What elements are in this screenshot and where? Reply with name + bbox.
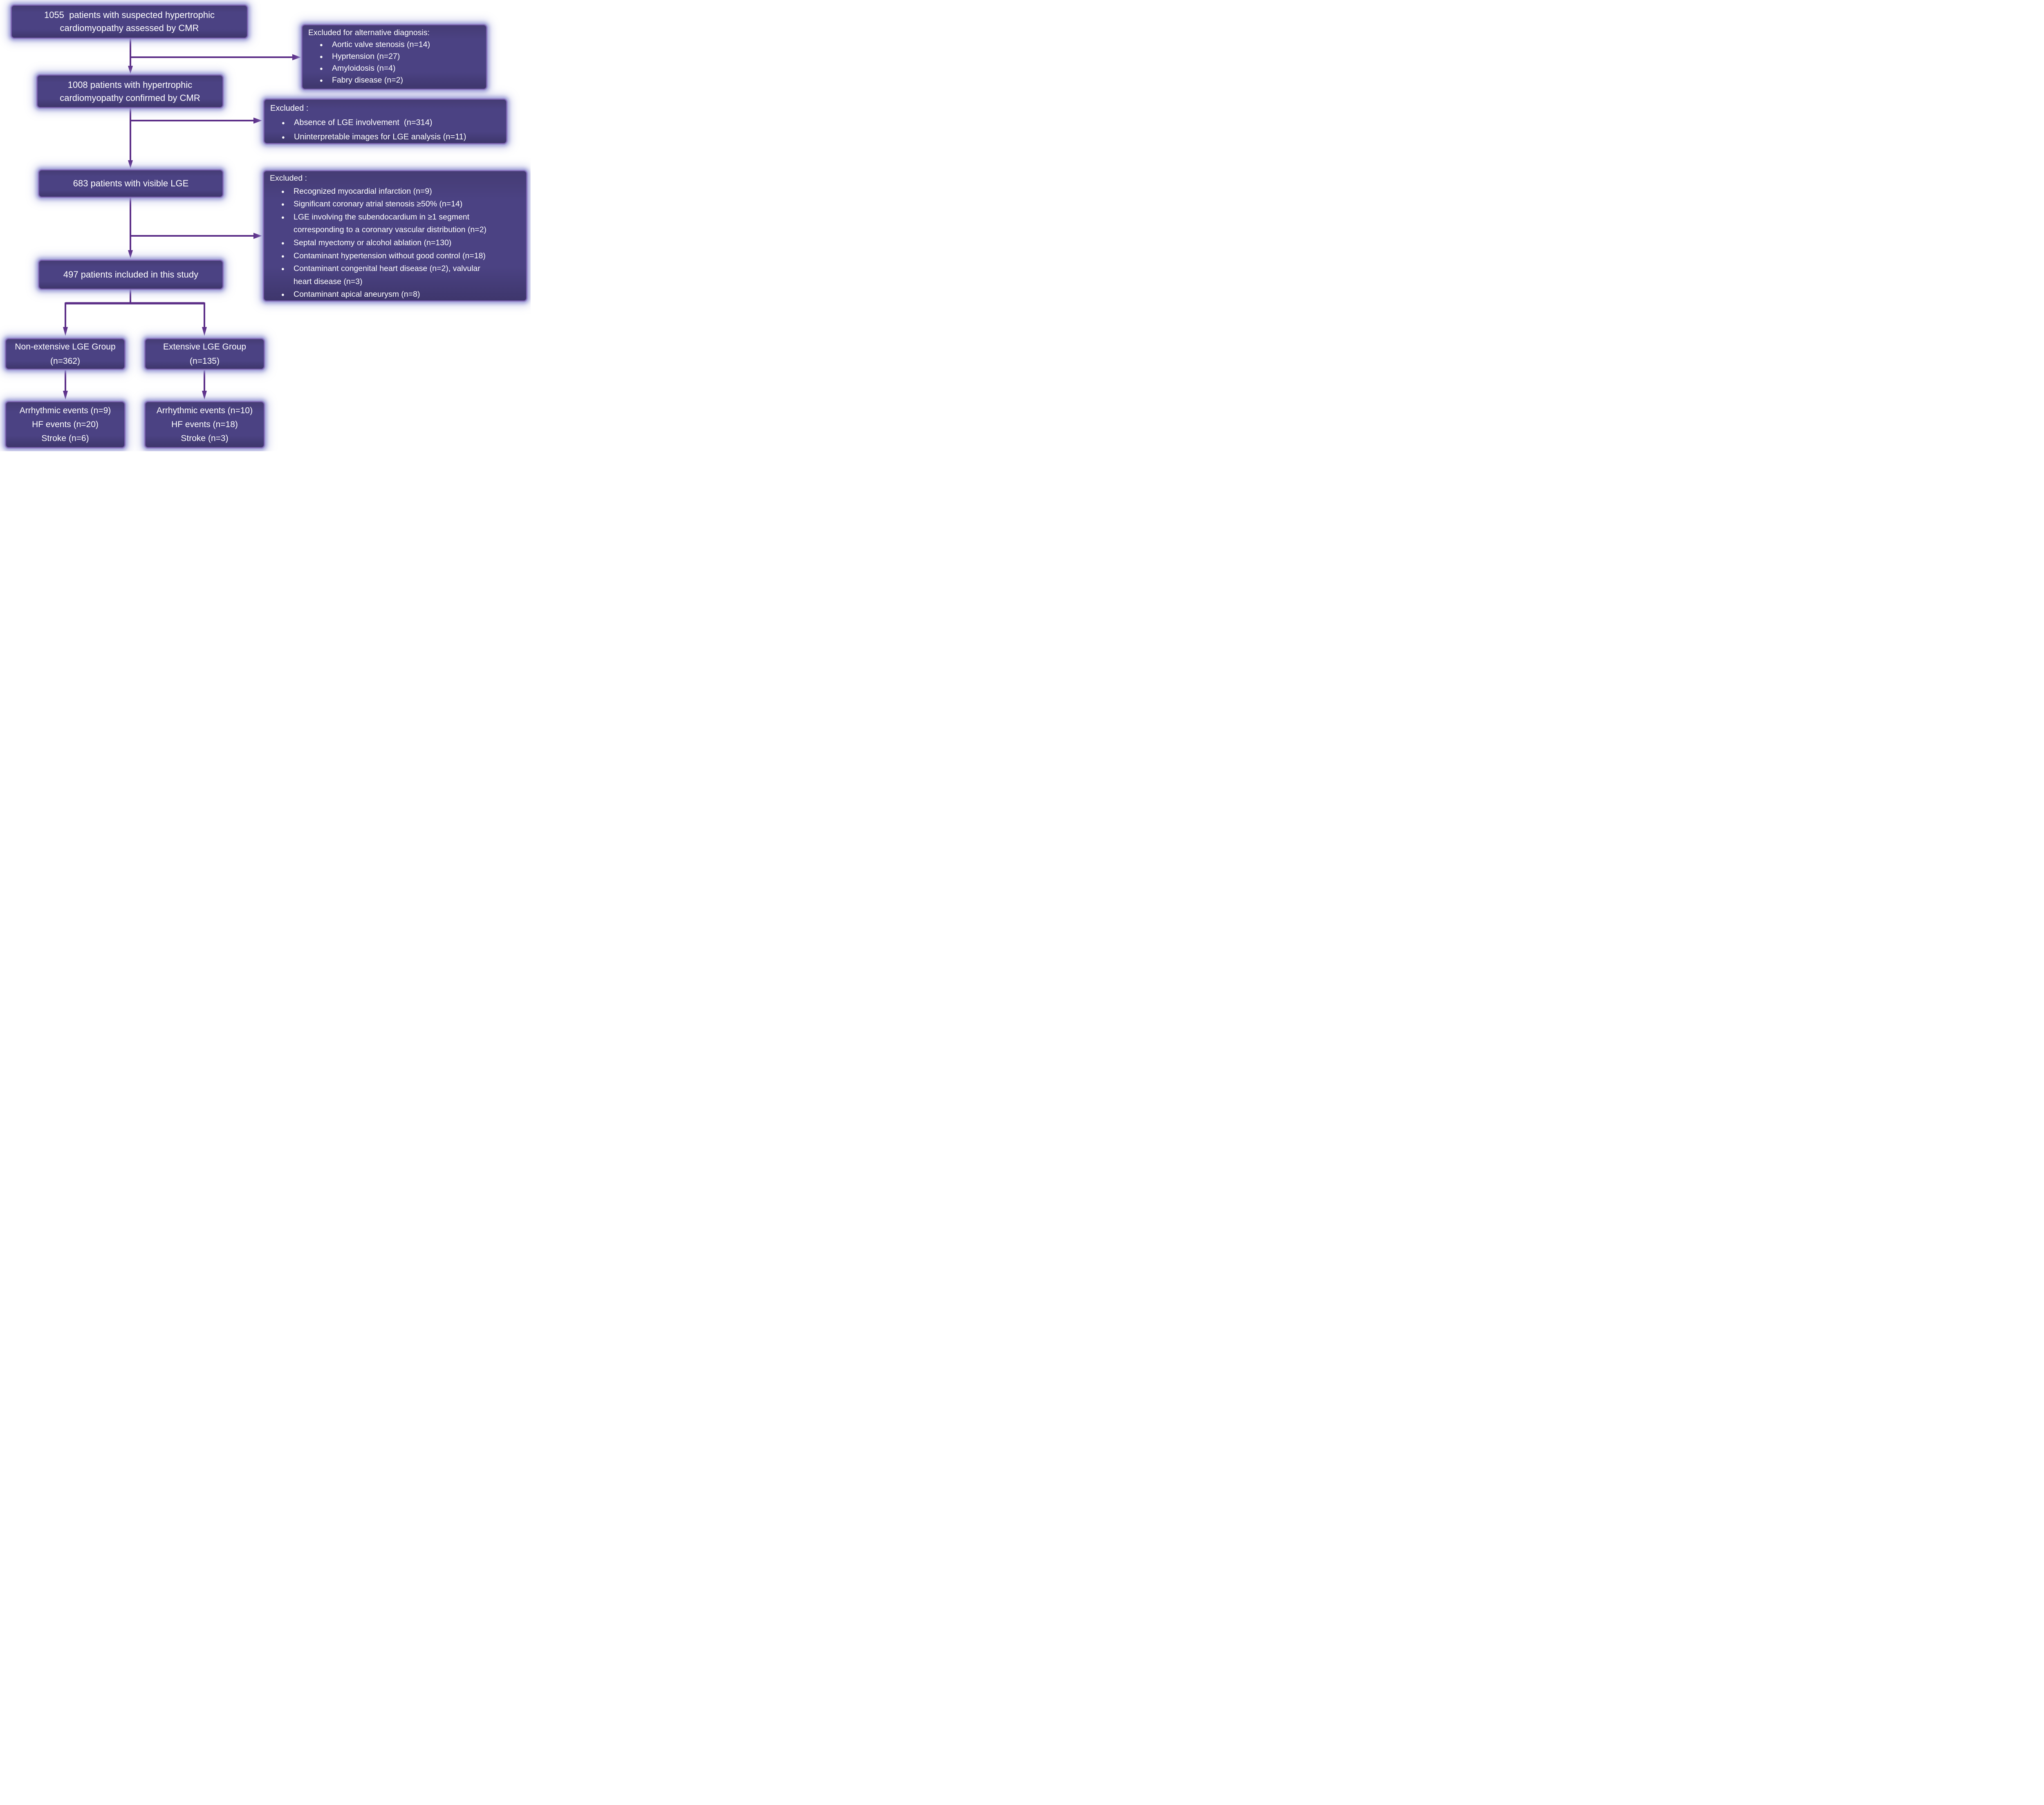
list-item: ● Hyprtension (n=27) <box>308 51 481 63</box>
list-item-text: Amyloidosis (n=4) <box>332 64 396 73</box>
list-item: ● LGE involving the subendocardium in ≥1… <box>270 211 521 237</box>
exclusion-header: Excluded : <box>270 104 309 113</box>
arrow-confirmed-to-visible-lge <box>128 107 133 168</box>
box-extensive-outcomes: Arrhythmic events (n=10) HF events (n=18… <box>145 401 264 448</box>
box-text-line: 1055 patients with suspected hypertrophi… <box>44 10 215 20</box>
arrow-non-extensive-to-outcomes <box>63 370 68 400</box>
list-item-text: Hyprtension (n=27) <box>332 52 400 61</box>
list-item-text: Septal myectomy or alcohol ablation (n=1… <box>294 238 452 247</box>
list-item: ● Recognized myocardial infarction (n=9) <box>270 185 521 198</box>
box-text-line: HF events (n=20) <box>32 420 99 429</box>
arrow-to-excluded-lge-assessment <box>130 117 262 124</box>
arrow-to-excluded-study-criteria <box>130 233 262 239</box>
box-text-line: (n=135) <box>190 356 220 366</box>
list-item: ● Absence of LGE involvement (n=314) <box>270 116 501 130</box>
list-item-text: Fabry disease (n=2) <box>332 76 403 85</box>
bullet-icon: ● <box>320 77 323 83</box>
list-item-text: Significant coronary atrial stenosis ≥50… <box>294 199 463 209</box>
list-item: ● Contaminant apical aneurysm (n=8) <box>270 288 521 301</box>
list-item: ● Amyloidosis (n=4) <box>308 63 481 74</box>
list-item: ● Uninterpretable images for LGE analysi… <box>270 130 501 144</box>
list-item: ● Aortic valve stenosis (n=14) <box>308 39 481 51</box>
list-item-text: corresponding to a coronary vascular dis… <box>294 225 487 235</box>
arrow-extensive-to-outcomes <box>202 370 207 400</box>
box-included-patients: 497 patients included in this study <box>38 260 223 289</box>
box-text-line: Arrhythmic events (n=9) <box>19 406 111 415</box>
box-visible-lge: 683 patients with visible LGE <box>38 170 223 197</box>
exclusion-header: Excluded : <box>270 174 307 183</box>
exclusion-header: Excluded for alternative diagnosis: <box>308 28 430 37</box>
list-item: ● Septal myectomy or alcohol ablation (n… <box>270 237 521 250</box>
bullet-icon: ● <box>282 134 285 140</box>
box-non-extensive-outcomes: Arrhythmic events (n=9) HF events (n=20)… <box>5 401 125 448</box>
box-text-line: 683 patients with visible LGE <box>73 178 189 188</box>
box-excluded-alternative-diagnosis: Excluded for alternative diagnosis: ● Ao… <box>302 25 487 90</box>
exclusion-list: ● Absence of LGE involvement (n=314) ● U… <box>270 116 501 144</box>
box-text-line: 497 patients included in this study <box>63 269 199 280</box>
bullet-icon: ● <box>320 65 323 72</box>
box-confirmed-hcm: 1008 patients with hypertrophic cardiomy… <box>37 75 223 108</box>
box-suspected-hcm: 1055 patients with suspected hypertrophi… <box>11 5 248 38</box>
box-non-extensive-lge-group: Non-extensive LGE Group (n=362) <box>5 338 125 370</box>
box-text-line: Stroke (n=3) <box>181 434 229 443</box>
box-text-line: Stroke (n=6) <box>41 434 89 443</box>
box-text-line: Arrhythmic events (n=10) <box>156 406 253 415</box>
exclusion-list: ● Aortic valve stenosis (n=14) ● Hyprten… <box>308 39 481 86</box>
box-excluded-study-criteria: Excluded : ● Recognized myocardial infar… <box>263 170 527 301</box>
list-item-text: Contaminant apical aneurysm (n=8) <box>294 290 420 299</box>
box-text-line: (n=362) <box>50 356 80 366</box>
list-item-text: heart disease (n=3) <box>294 277 363 286</box>
exclusion-list: ● Recognized myocardial infarction (n=9)… <box>270 185 521 301</box>
list-item: ● Significant coronary atrial stenosis ≥… <box>270 198 521 211</box>
bullet-icon: ● <box>281 214 285 220</box>
box-text-line: cardiomyopathy assessed by CMR <box>60 23 199 33</box>
list-item: ● Contaminant congenital heart disease (… <box>270 262 521 288</box>
box-text-line: Non-extensive LGE Group <box>15 342 116 352</box>
bullet-icon: ● <box>281 240 285 246</box>
arrow-visible-lge-to-included <box>128 197 133 258</box>
patient-flow-diagram: 1055 patients with suspected hypertrophi… <box>0 0 531 451</box>
box-text-line: 1008 patients with hypertrophic <box>67 79 193 90</box>
arrow-suspected-to-confirmed <box>128 37 133 74</box>
bullet-icon: ● <box>320 54 323 60</box>
bullet-icon: ● <box>282 120 285 126</box>
bullet-icon: ● <box>281 266 285 272</box>
bullet-icon: ● <box>281 253 285 259</box>
list-item-text: Contaminant congenital heart disease (n=… <box>294 264 480 273</box>
list-item-text: Absence of LGE involvement (n=314) <box>294 118 433 127</box>
list-item-text: Recognized myocardial infarction (n=9) <box>294 186 432 196</box>
list-item-text: Aortic valve stenosis (n=14) <box>332 40 430 49</box>
list-item-text: LGE involving the subendocardium in ≥1 s… <box>294 212 470 222</box>
list-item: ● Fabry disease (n=2) <box>308 74 481 86</box>
box-text-line: HF events (n=18) <box>171 420 238 429</box>
bullet-icon: ● <box>281 291 285 298</box>
box-extensive-lge-group: Extensive LGE Group (n=135) <box>145 338 264 370</box>
box-excluded-lge-assessment: Excluded : ● Absence of LGE involvement … <box>264 99 507 144</box>
box-text-line: cardiomyopathy confirmed by CMR <box>60 92 200 103</box>
bullet-icon: ● <box>281 188 285 195</box>
arrow-split-to-groups <box>63 289 207 336</box>
list-item-text: Uninterpretable images for LGE analysis … <box>294 132 466 141</box>
list-item-text: Contaminant hypertension without good co… <box>294 251 486 260</box>
bullet-icon: ● <box>320 42 323 48</box>
box-text-line: Extensive LGE Group <box>163 342 247 352</box>
arrow-to-excluded-alternative-diagnosis <box>130 54 301 60</box>
list-item: ● Contaminant hypertension without good … <box>270 250 521 263</box>
bullet-icon: ● <box>281 201 285 208</box>
